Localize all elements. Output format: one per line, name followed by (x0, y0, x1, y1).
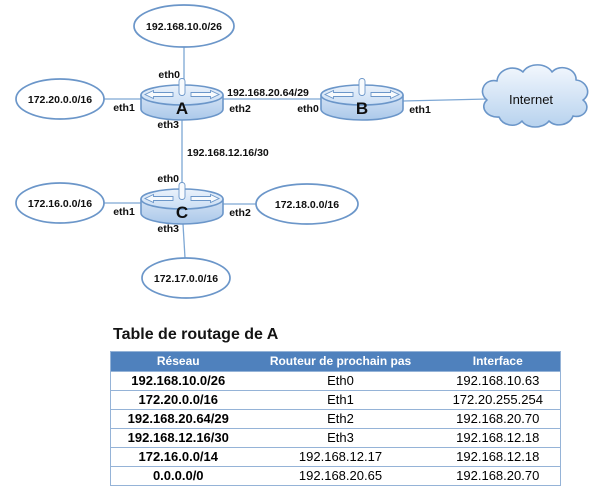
iface-a-eth3: eth3 (157, 119, 179, 131)
cell-next-hop: 192.168.12.17 (245, 447, 436, 467)
router-c-label: C (176, 203, 188, 222)
network-ellipse-172-20: 172.20.0.0/16 (15, 78, 105, 120)
cell-next-hop: Eth1 (245, 390, 436, 410)
cell-interface: 192.168.20.70 (435, 466, 561, 486)
network-label: 172.18.0.0/16 (275, 199, 339, 211)
cell-next-hop: 192.168.20.65 (245, 466, 436, 486)
iface-b-eth0: eth0 (297, 103, 319, 115)
cell-network: 192.168.10.0/26 (110, 371, 246, 391)
cell-network: 172.20.0.0/16 (110, 390, 246, 410)
link-net17-c (182, 223, 186, 259)
table-row: 172.20.0.0/16 Eth1 172.20.255.254 (110, 390, 561, 410)
router-b: B (320, 77, 404, 121)
table-header-row: Réseau Routeur de prochain pas Interface (110, 351, 561, 372)
col-header-reseau: Réseau (110, 351, 246, 372)
iface-a-eth2: eth2 (229, 103, 251, 115)
table-row: 192.168.12.16/30 Eth3 192.168.12.18 (110, 428, 561, 448)
routing-table: Réseau Routeur de prochain pas Interface… (110, 351, 561, 486)
subnet-label-a-b: 192.168.20.64/29 (227, 87, 309, 99)
table-row: 172.16.0.0/14 192.168.12.17 192.168.12.1… (110, 447, 561, 467)
network-label: 172.16.0.0/16 (28, 198, 92, 210)
table-row: 0.0.0.0/0 192.168.20.65 192.168.20.70 (110, 466, 561, 486)
router-c: C (140, 181, 224, 225)
iface-c-eth3: eth3 (157, 223, 179, 235)
network-diagram: 192.168.10.0/26 172.20.0.0/16 172.16.0.0… (15, 4, 589, 299)
router-a: A (140, 77, 224, 121)
router-b-label: B (356, 99, 368, 118)
network-label: 192.168.10.0/26 (146, 21, 222, 33)
cell-next-hop: Eth0 (245, 371, 436, 391)
iface-a-eth0: eth0 (158, 69, 180, 81)
internet-cloud: Internet (481, 64, 589, 128)
iface-a-eth1: eth1 (113, 102, 135, 114)
cell-interface: 192.168.12.18 (435, 447, 561, 467)
cloud-icon (481, 64, 589, 128)
link-b-internet (402, 98, 489, 102)
network-label: 172.20.0.0/16 (28, 94, 92, 106)
network-ellipse-172-16: 172.16.0.0/16 (15, 182, 105, 224)
col-header-next-hop: Routeur de prochain pas (245, 351, 436, 372)
col-header-interface: Interface (435, 351, 561, 372)
table-row: 192.168.10.0/26 Eth0 192.168.10.63 (110, 371, 561, 391)
cell-network: 172.16.0.0/14 (110, 447, 246, 467)
cell-interface: 172.20.255.254 (435, 390, 561, 410)
iface-c-eth0: eth0 (157, 173, 179, 185)
cell-interface: 192.168.10.63 (435, 371, 561, 391)
cell-interface: 192.168.12.18 (435, 428, 561, 448)
routing-table-title: Table de routage de A (113, 326, 279, 343)
subnet-label-a-c: 192.168.12.16/30 (187, 147, 269, 159)
cell-interface: 192.168.20.70 (435, 409, 561, 429)
cell-next-hop: Eth2 (245, 409, 436, 429)
router-a-label: A (176, 99, 188, 118)
table-row: 192.168.20.64/29 Eth2 192.168.20.70 (110, 409, 561, 429)
network-ellipse-172-17: 172.17.0.0/16 (141, 257, 231, 299)
network-ellipse-192-168-10: 192.168.10.0/26 (133, 4, 235, 48)
internet-label: Internet (509, 92, 553, 107)
cell-network: 192.168.20.64/29 (110, 409, 246, 429)
iface-c-eth1: eth1 (113, 206, 135, 218)
iface-b-eth1: eth1 (409, 104, 431, 116)
iface-c-eth2: eth2 (229, 207, 251, 219)
network-ellipse-172-18: 172.18.0.0/16 (255, 183, 359, 225)
cell-network: 0.0.0.0/0 (110, 466, 246, 486)
cell-next-hop: Eth3 (245, 428, 436, 448)
cell-network: 192.168.12.16/30 (110, 428, 246, 448)
network-label: 172.17.0.0/16 (154, 273, 218, 285)
